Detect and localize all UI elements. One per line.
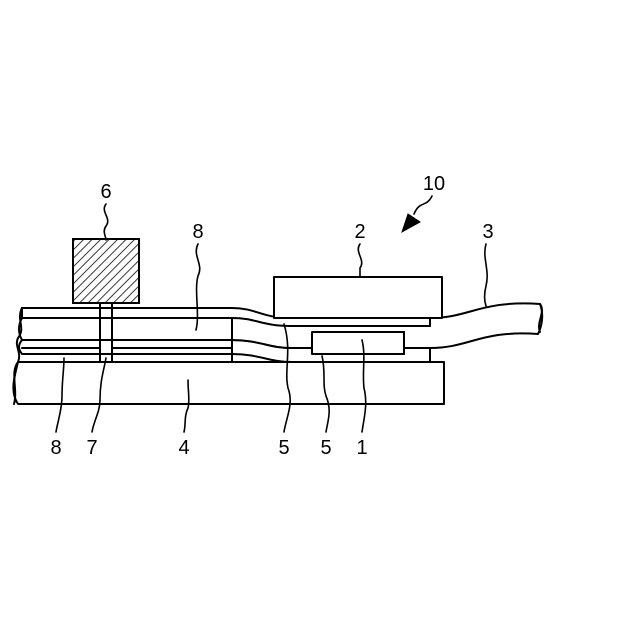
label-10: 10: [423, 173, 445, 195]
label-3: 3: [482, 221, 493, 243]
label-1: 1: [356, 437, 367, 459]
element-1: [312, 332, 404, 354]
label-2: 2: [354, 221, 365, 243]
label-8-top: 8: [192, 221, 203, 243]
label-5-right: 5: [320, 437, 331, 459]
hatched-block-6: [73, 239, 139, 303]
label-8-bottom: 8: [50, 437, 61, 459]
label-6: 6: [100, 181, 111, 203]
label-7: 7: [86, 437, 97, 459]
substrate-4: [13, 362, 444, 404]
component-2: [274, 277, 442, 318]
label-4: 4: [178, 437, 189, 459]
label-5-left: 5: [278, 437, 289, 459]
